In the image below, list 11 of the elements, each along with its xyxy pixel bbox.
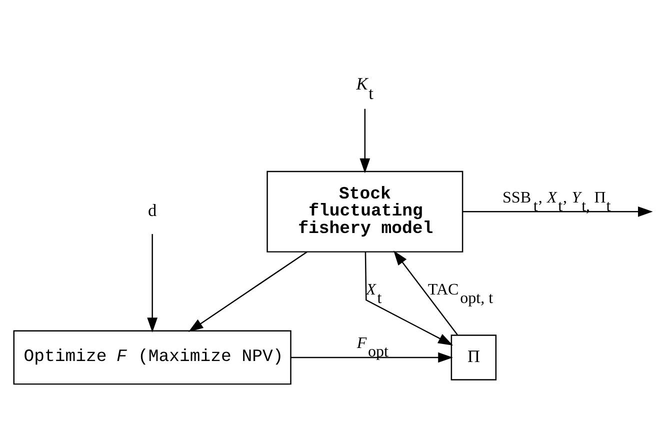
arrow [147, 234, 158, 332]
arrow [360, 108, 370, 174]
node-box: Π [450, 334, 497, 380]
arrow [394, 250, 458, 336]
node-box: Stock fluctuating fishery model [266, 170, 464, 252]
arrow [462, 206, 653, 217]
node-text: d [148, 201, 157, 220]
arrow [290, 352, 453, 363]
arrow [188, 252, 308, 332]
arrow [364, 252, 454, 346]
node-box: Optimize F (Maximize NPV) [13, 330, 292, 385]
